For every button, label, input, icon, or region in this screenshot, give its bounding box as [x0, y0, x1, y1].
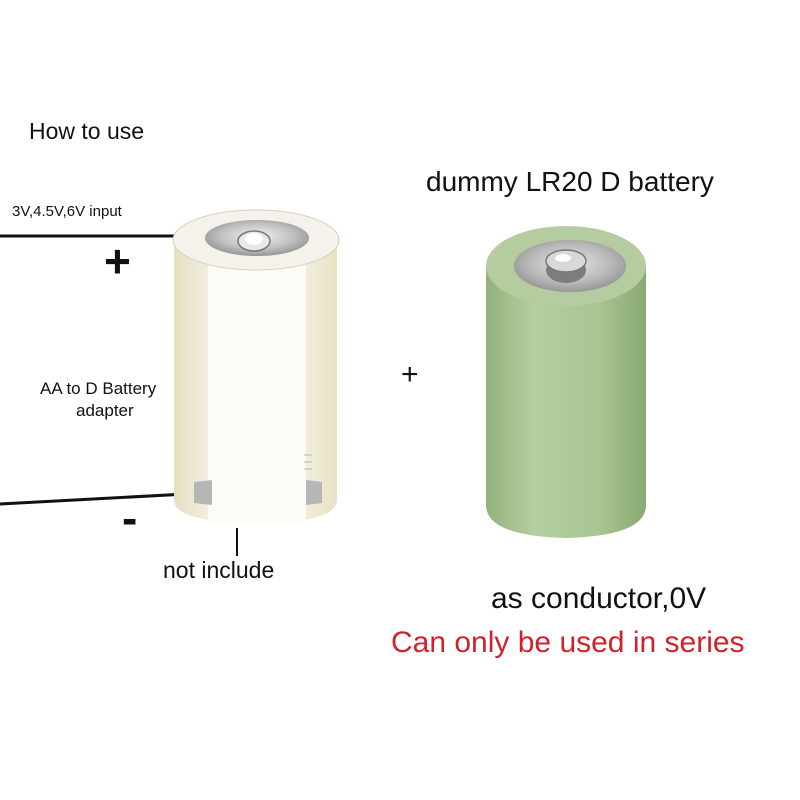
- dummy-d-battery-image: [486, 226, 646, 538]
- negative-wire: [0, 491, 206, 506]
- positive-sign: +: [104, 235, 131, 287]
- not-include-label: not include: [163, 557, 275, 583]
- adapter-label-line2: adapter: [76, 401, 134, 420]
- conductor-label: as conductor,0V: [491, 582, 707, 615]
- input-voltage-label: 3V,4.5V,6V input: [12, 203, 122, 220]
- how-to-use-heading: How to use: [29, 118, 145, 144]
- negative-sign: -: [122, 492, 138, 544]
- combine-plus-sign: +: [401, 358, 419, 391]
- dummy-battery-title: dummy LR20 D battery: [426, 166, 714, 197]
- series-warning: Can only be used in series: [391, 626, 745, 659]
- aa-to-d-adapter-image: [172, 209, 340, 524]
- adapter-label-line1: AA to D Battery: [40, 379, 157, 398]
